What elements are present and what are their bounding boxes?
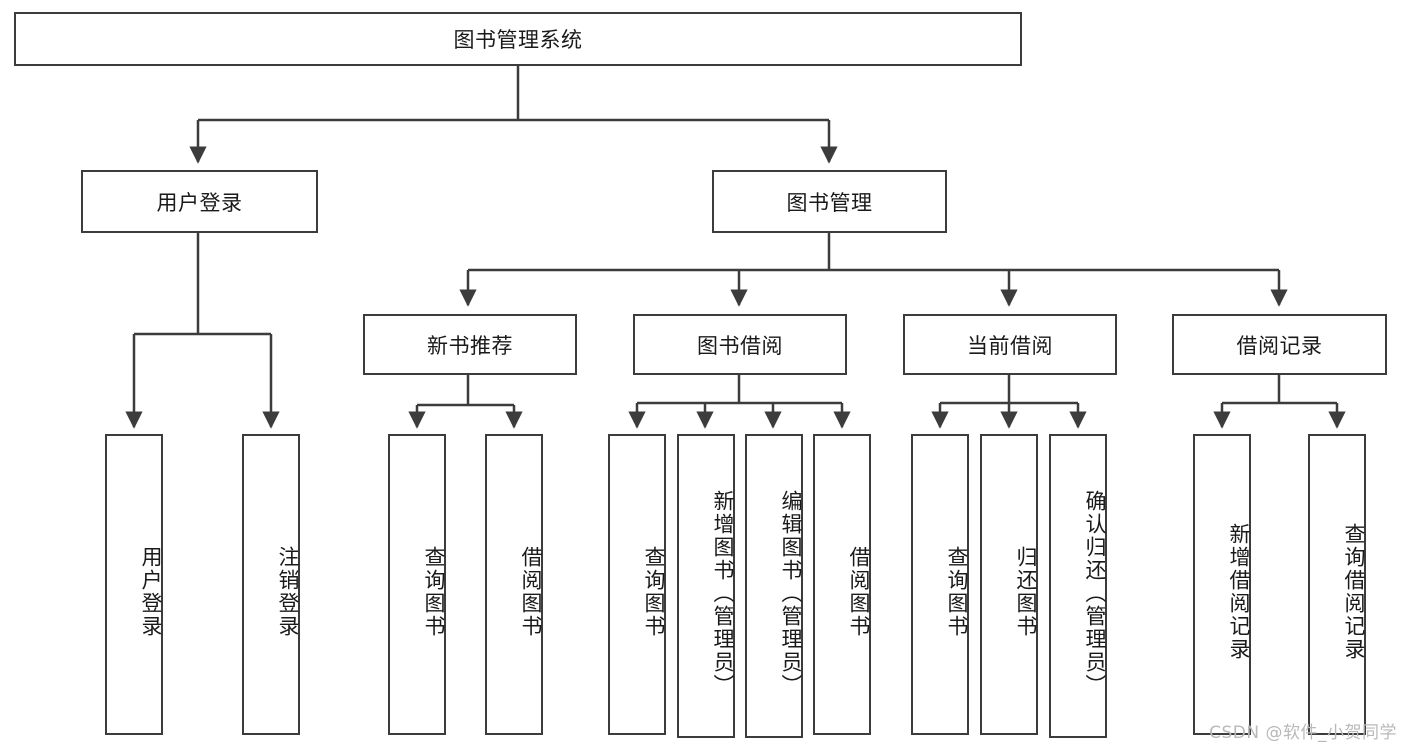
leaf-user-login[interactable]: 用户登录 [105,434,163,735]
leaf-add-book-admin[interactable]: 新增图书（管理员） [677,434,735,738]
node-book-borrow[interactable]: 图书借阅 [633,314,847,375]
node-label: 编辑图书（管理员） [779,489,803,697]
node-label: 查询图书 [945,545,969,638]
node-book-management[interactable]: 图书管理 [712,170,947,233]
leaf-logout[interactable]: 注销登录 [242,434,300,735]
node-label: 当前借阅 [967,333,1053,358]
node-label: 图书管理系统 [453,28,583,52]
node-label: 查询图书 [422,545,446,638]
leaf-query-book-current[interactable]: 查询图书 [911,434,969,735]
node-label: 借阅图书 [847,545,871,638]
leaf-query-book-borrow[interactable]: 查询图书 [608,434,666,735]
node-label: 查询图书 [642,545,666,638]
leaf-edit-book-admin[interactable]: 编辑图书（管理员） [745,434,803,738]
node-label: 借阅图书 [519,545,543,638]
leaf-borrow-book[interactable]: 借阅图书 [813,434,871,735]
node-label: 用户登录 [156,190,243,215]
node-label: 新增借阅记录 [1227,522,1251,661]
node-label: 借阅记录 [1236,333,1323,358]
node-label: 新书推荐 [427,333,513,358]
leaf-query-borrow-record[interactable]: 查询借阅记录 [1308,434,1366,735]
node-label: 查询借阅记录 [1342,522,1366,661]
node-new-book-recommendation[interactable]: 新书推荐 [363,314,577,375]
node-root-book-management-system[interactable]: 图书管理系统 [14,12,1022,66]
node-label: 用户登录 [139,545,163,638]
leaf-borrow-book-newbook[interactable]: 借阅图书 [485,434,543,735]
leaf-add-borrow-record[interactable]: 新增借阅记录 [1193,434,1251,735]
node-label: 图书借阅 [697,333,783,358]
leaf-confirm-return-admin[interactable]: 确认归还（管理员） [1049,434,1107,738]
csdn-watermark: CSDN @软件_小贺同学 [1209,723,1397,743]
node-label: 注销登录 [276,545,300,638]
leaf-query-book-newbook[interactable]: 查询图书 [388,434,446,735]
node-user-login[interactable]: 用户登录 [81,170,318,233]
node-label: 图书管理 [786,190,873,215]
node-borrow-record[interactable]: 借阅记录 [1172,314,1387,375]
node-label: 确认归还（管理员） [1083,489,1107,697]
node-label: 归还图书 [1014,545,1038,638]
node-label: 新增图书（管理员） [711,489,735,697]
node-current-borrow[interactable]: 当前借阅 [903,314,1117,375]
leaf-return-book[interactable]: 归还图书 [980,434,1038,735]
